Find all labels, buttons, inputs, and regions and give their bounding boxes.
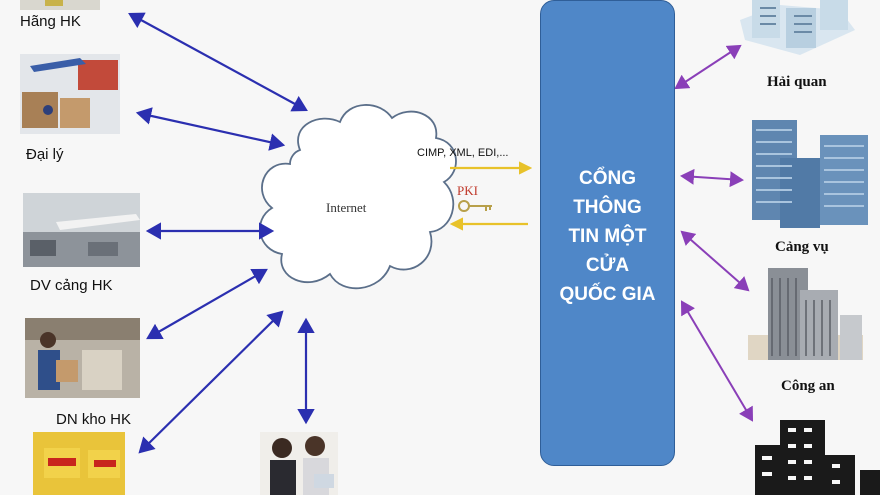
airline-picture — [20, 0, 100, 10]
police-arrow — [680, 230, 750, 292]
office-users-picture — [260, 432, 338, 495]
agency-arrow — [135, 107, 286, 151]
gateway-title-line: THÔNG — [573, 197, 642, 218]
gateway-title-line: CỬA — [585, 255, 630, 276]
data-formats-label: CIMP, XML, EDI,... — [417, 147, 509, 159]
exchange-arrows — [449, 161, 533, 231]
airline-arrow — [128, 12, 308, 112]
courier-picture — [33, 432, 125, 495]
police-label: Công an — [781, 378, 835, 394]
courier-arrow — [138, 310, 284, 454]
right-connection-arrows — [674, 44, 754, 422]
port-authority-arrow — [680, 168, 744, 188]
customs-arrow — [674, 44, 742, 90]
customs-label: Hải quan — [767, 74, 827, 90]
customs-building-picture — [740, 0, 855, 55]
airline-label: Hãng HK — [20, 13, 81, 30]
internet-label: Internet — [326, 200, 367, 215]
airport-service-label: DV cảng HK — [30, 277, 113, 294]
gateway-title-line: QUỐC GIA — [559, 284, 656, 305]
agency-picture — [20, 54, 120, 134]
port-authority-label: Cảng vụ — [775, 239, 829, 255]
warehouse-label: DN kho HK — [56, 411, 132, 428]
police-building-picture — [748, 268, 863, 360]
left-connection-arrows — [128, 12, 315, 454]
internet-cloud — [259, 104, 457, 290]
warehouse-picture — [25, 318, 140, 398]
national-single-window-gateway: CỔNG THÔNG TIN MỘT CỬA QUỐC GIA — [540, 0, 675, 466]
warehouse-arrow — [146, 268, 268, 340]
gateway-title: CỔNG THÔNG TIN MỘT CỬA QUỐC GIA — [541, 164, 674, 309]
key-icon — [458, 200, 492, 212]
port-authority-building-picture — [752, 120, 868, 228]
airport-service-picture — [23, 193, 140, 267]
gateway-title-line: TIN MỘT — [568, 226, 647, 247]
pki-label: PKI — [457, 183, 478, 198]
city-building-picture — [755, 420, 880, 495]
gateway-title-line: CỔNG — [579, 168, 636, 189]
agency-label: Đại lý — [26, 146, 64, 163]
city-arrow — [680, 300, 754, 422]
